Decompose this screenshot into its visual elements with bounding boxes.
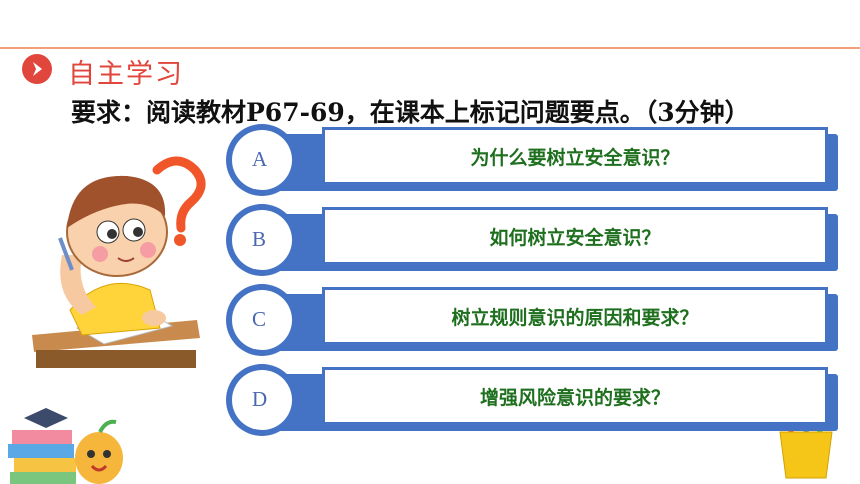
option-row-b[interactable]: B 如何树立安全意识？ [226, 204, 838, 276]
option-d-letter: D [252, 387, 268, 411]
top-divider [0, 47, 860, 49]
option-row-a[interactable]: A 为什么要树立安全意识？ [226, 124, 838, 196]
option-row-c[interactable]: C 树立规则意识的原因和要求？ [226, 284, 838, 356]
thinking-student-illustration [32, 156, 206, 368]
option-d-circle: D [226, 364, 298, 436]
option-b-box[interactable]: 如何树立安全意识？ [322, 207, 828, 265]
option-row-d[interactable]: D 增强风险意识的要求？ [226, 364, 838, 436]
option-d-text: 增强风险意识的要求？ [479, 386, 670, 409]
option-b-letter: B [252, 227, 267, 251]
section-title: 自主学习 [68, 59, 184, 90]
option-c-box[interactable]: 树立规则意识的原因和要求？ [322, 287, 828, 345]
books-apple-illustration [8, 408, 123, 484]
chevron-right-icon [22, 54, 52, 84]
option-c-letter: C [252, 307, 267, 331]
instruction-text: 要求：阅读教材P67-69，在课本上标记问题要点。（3分钟） [71, 98, 750, 127]
option-b-circle: B [226, 204, 298, 276]
option-c-text: 树立规则意识的原因和要求？ [451, 306, 699, 329]
option-a-box[interactable]: 为什么要树立安全意识？ [322, 127, 828, 185]
option-c-circle: C [226, 284, 298, 356]
option-a-text: 为什么要树立安全意识？ [470, 146, 680, 169]
option-a-letter: A [252, 147, 268, 171]
option-a-circle: A [226, 124, 298, 196]
option-b-text: 如何树立安全意识？ [489, 226, 661, 249]
option-d-box[interactable]: 增强风险意识的要求？ [322, 367, 828, 425]
